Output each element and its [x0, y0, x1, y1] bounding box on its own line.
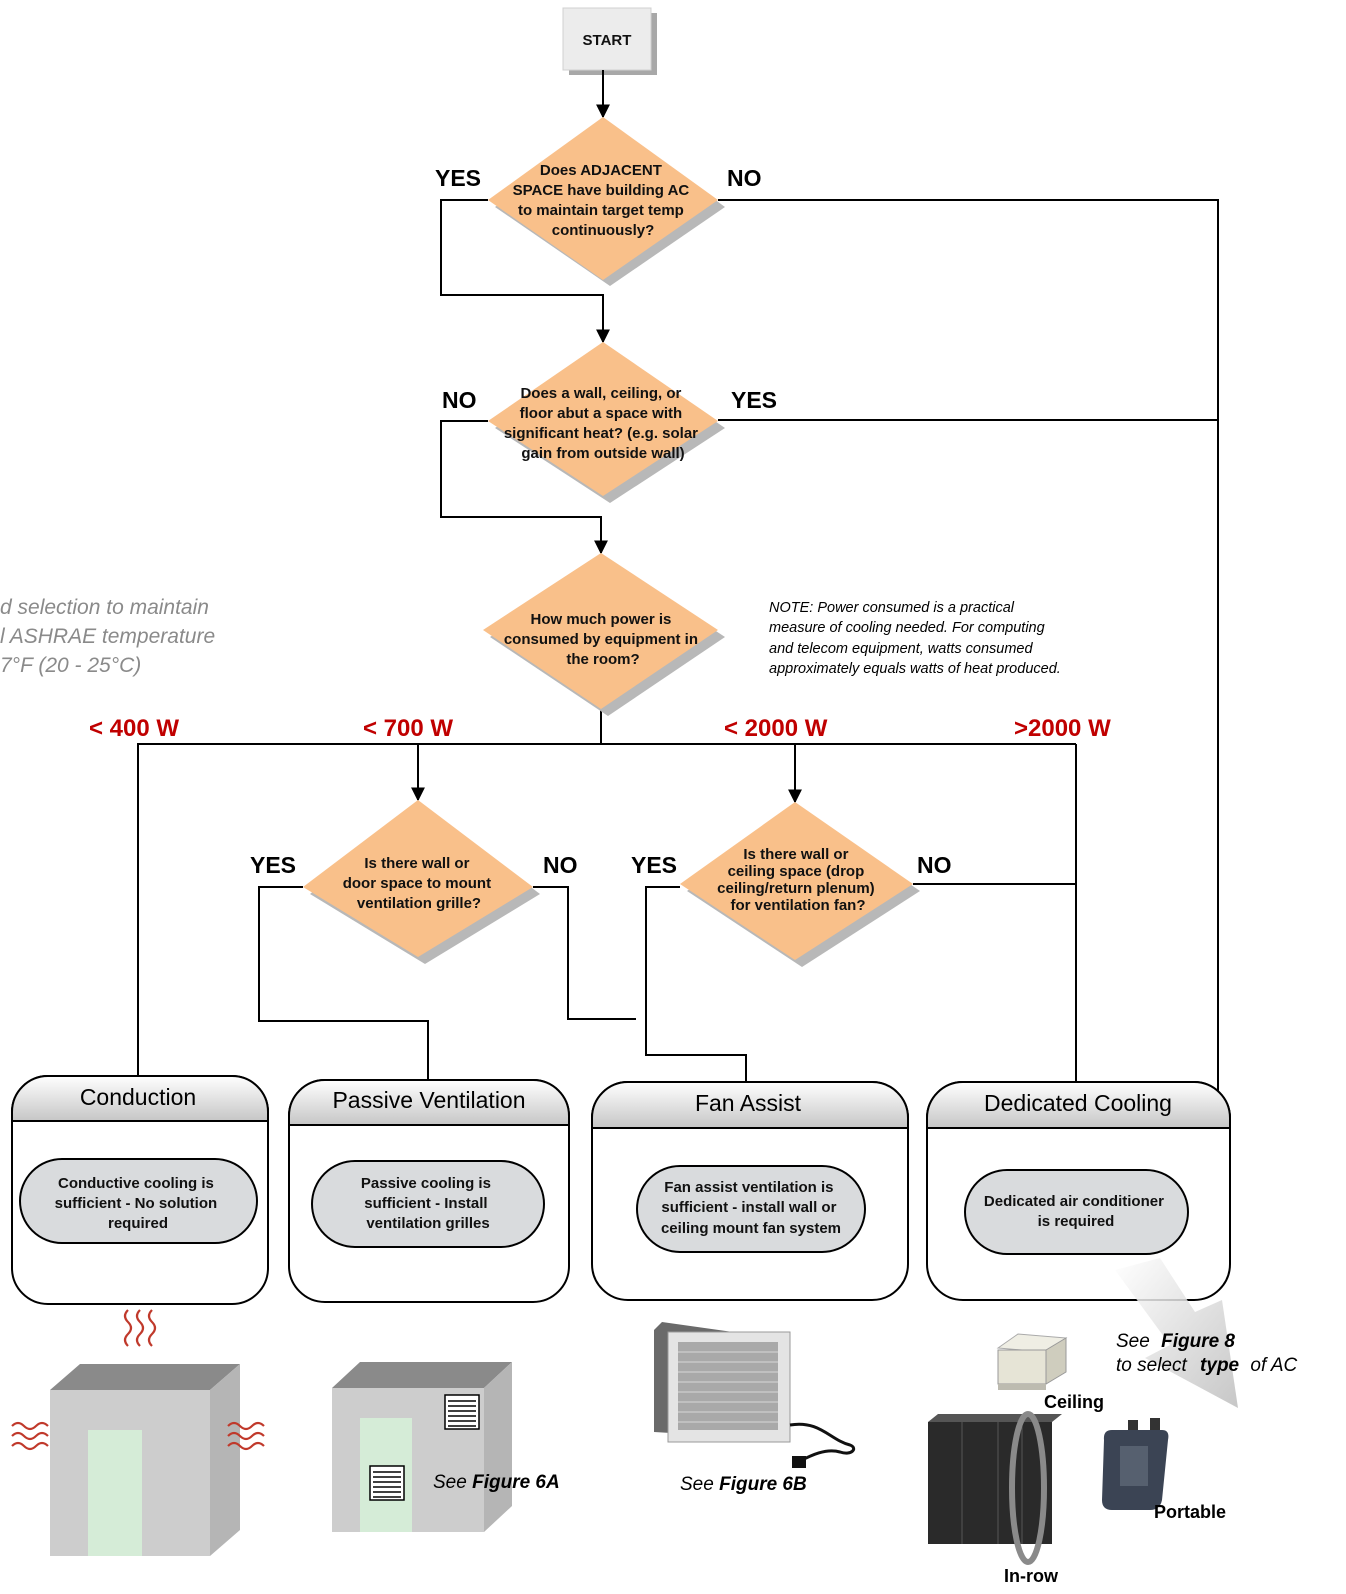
passive-room-illustration: [332, 1362, 512, 1532]
conduction-result: Conductive cooling is sufficient - No so…: [55, 1175, 222, 1232]
conduction-room-illustration: [11, 1309, 265, 1556]
portable-ac-icon: [1102, 1418, 1169, 1510]
fan-assist-title: Fan Assist: [695, 1090, 802, 1116]
start-label: START: [583, 32, 632, 49]
inrow-rack-icon: [928, 1411, 1062, 1565]
figure-8-ref: See Figure 8 to select type of AC: [1116, 1331, 1297, 1376]
side-note: d selection to maintain l ASHRAE tempera…: [0, 596, 221, 677]
power-note: NOTE: Power consumed is a practical meas…: [769, 600, 1061, 677]
branch-labels: YES NO NO YES YES NO YES NO: [250, 165, 952, 878]
solution-dedicated-cooling: Dedicated Cooling Dedicated air conditio…: [926, 1081, 1231, 1301]
svg-text:Does a wall, ceiling, or: Does a wall, ceiling, or floor abut a sp…: [504, 385, 702, 462]
decision-power-consumed: How much power is consumed by equipment …: [483, 553, 725, 716]
decision-adjacent-ac: Does ADJACENT SPACE have building AC to …: [488, 117, 725, 286]
svg-text:Does ADJACENT SPACE have: Does ADJACENT SPACE have building AC to …: [513, 162, 694, 239]
q1-yes-label: YES: [435, 165, 481, 191]
fan-assist-result: Fan assist ventilation is sufficient - i…: [661, 1179, 841, 1237]
q5-no-label: NO: [917, 852, 952, 878]
ceiling-label: Ceiling: [1044, 1392, 1104, 1412]
watt-label-2000: < 2000 W: [724, 715, 828, 742]
figure8-pointer-arrow: [1115, 1258, 1238, 1408]
solution-fan-assist: Fan Assist Fan assist ventilation is suf…: [591, 1081, 909, 1301]
decision-heat-source: Does a wall, ceiling, or floor abut a sp…: [488, 342, 725, 503]
power-thresholds: < 400 W < 700 W < 2000 W >2000 W: [89, 715, 1111, 742]
svg-text:Is there wall or ceiling: Is there wall or ceiling space (drop cei…: [717, 846, 879, 914]
fan-unit-icon: [654, 1322, 856, 1468]
figure-6b-ref: See Figure 6B: [680, 1474, 807, 1495]
q1-no-label: NO: [727, 165, 762, 191]
dedicated-cooling-result: Dedicated air conditioner is required: [984, 1193, 1168, 1230]
decision-grille-space: Is there wall or door space to mount ven…: [303, 800, 540, 964]
q5-yes-label: YES: [631, 852, 677, 878]
ventilation-grille-icon: [369, 1394, 480, 1501]
start-node: START: [562, 7, 657, 75]
decision-fan-space: Is there wall or ceiling space (drop cei…: [680, 802, 920, 967]
heat-wave-icon: [11, 1309, 265, 1451]
q2-yes-label: YES: [731, 387, 777, 413]
svg-text:Is there wall or door sp: Is there wall or door space to mount ven…: [343, 855, 496, 912]
q4-yes-label: YES: [250, 852, 296, 878]
solution-passive-ventilation: Passive Ventilation Passive cooling is s…: [288, 1079, 570, 1303]
svg-text:How much power is consum: How much power is consumed by equipment …: [504, 611, 702, 668]
passive-ventilation-result: Passive cooling is sufficient - Install …: [361, 1175, 495, 1232]
watt-label-400: < 400 W: [89, 715, 179, 742]
q2-no-label: NO: [442, 387, 477, 413]
figure-6a-ref: See Figure 6A: [433, 1472, 560, 1493]
ceiling-ac-icon: [996, 1333, 1068, 1390]
watt-label-over-2000: >2000 W: [1014, 715, 1111, 742]
dedicated-cooling-title: Dedicated Cooling: [984, 1090, 1172, 1116]
solution-conduction: Conduction Conductive cooling is suffici…: [11, 1075, 269, 1305]
conduction-title: Conduction: [80, 1084, 196, 1110]
portable-label: Portable: [1154, 1502, 1226, 1522]
passive-ventilation-title: Passive Ventilation: [332, 1087, 525, 1113]
watt-label-700: < 700 W: [363, 715, 453, 742]
q4-no-label: NO: [543, 852, 578, 878]
inrow-label: In-row: [1004, 1566, 1059, 1586]
